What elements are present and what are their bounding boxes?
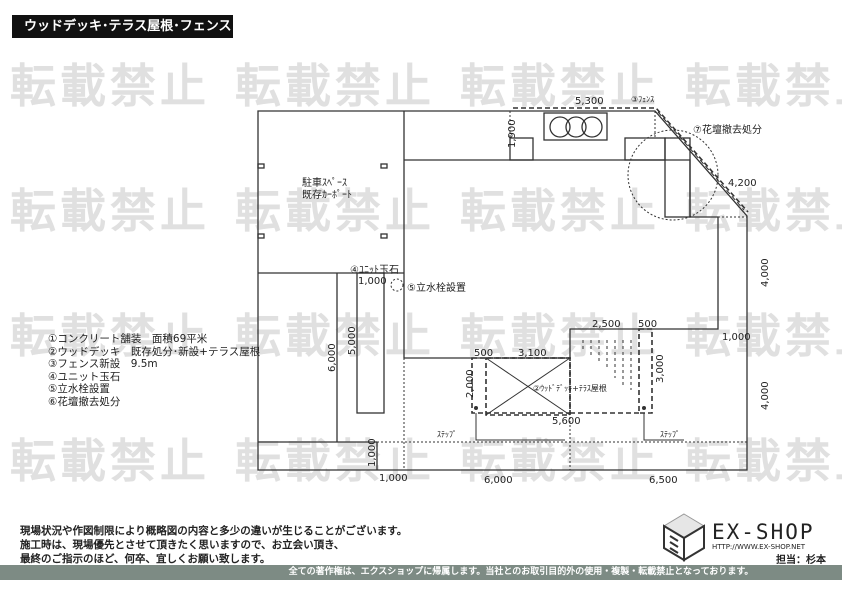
parking-line-1: 駐車ｽﾍﾟｰｽ [302, 178, 347, 189]
legend-item: ⑤立水栓設置 [48, 383, 110, 395]
watermark: 転載禁止 [460, 184, 660, 238]
dim-3000: 3,000 [655, 354, 666, 383]
watermark: 転載禁止 [235, 59, 435, 113]
dim-5300: 5,300 [575, 96, 604, 107]
dim-3100: 3,100 [518, 348, 547, 359]
legend-item: ④ユニット玉石 [48, 370, 121, 383]
house-outline [403, 111, 719, 359]
note-line: 施工時は、現場優先とさせて頂きたく思いますので、お立会い頂き、 [20, 539, 345, 551]
ex-shop-logo-icon [663, 513, 705, 562]
dim-1000: 1,000 [358, 276, 387, 287]
dim-6000: 6,000 [327, 343, 338, 372]
flowerbed-circle [627, 129, 719, 221]
dim-4200: 4,200 [728, 178, 757, 189]
dim-1000: 1,000 [722, 332, 751, 343]
step-label: ｽﾃｯﾌﾟ [437, 430, 457, 439]
dim-5000: 5,000 [347, 326, 358, 355]
faucet-label: ⑤立水栓設置 [407, 283, 466, 294]
site-boundary [257, 110, 748, 471]
brand-url: HTTP://WWW.EX-SHOP.NET [712, 543, 806, 551]
watermark: 転載禁止 [10, 184, 210, 238]
legend-item: ⑥花壇撤去処分 [48, 395, 121, 408]
dim-500: 500 [474, 348, 494, 359]
watermark: 転載禁止 [235, 309, 435, 363]
legend-item: ①コンクリート舗装 面積69平米 [48, 333, 208, 345]
parking-line-2: 既存ｶｰﾎﾟｰﾄ [302, 190, 352, 201]
notes: 現場状況や作図制限により概略図の内容と多少の違いが生じることがございます。 施工… [20, 524, 407, 566]
watermark: 転載禁止 [685, 309, 842, 363]
watermark: 転載禁止 [460, 59, 660, 113]
faucet-circle [390, 278, 404, 292]
unit-gravel [356, 272, 385, 414]
dim-4000: 4,000 [760, 381, 771, 410]
legend-item: ②ウッドデッキ 既存処分･新設+テラス屋根 [48, 345, 261, 358]
dim-1000: 1,000 [367, 438, 378, 467]
dim-2000: 2,000 [465, 369, 476, 398]
page-title: ウッドデッキ･テラス屋根･フェンス [12, 15, 233, 38]
watermark: 転載禁止 [235, 184, 435, 238]
brand-name: EX-SHOP [712, 520, 815, 544]
outdoor-unit [543, 112, 608, 141]
legend: ①コンクリート舗装 面積69平米 ②ウッドデッキ 既存処分･新設+テラス屋根 ③… [48, 333, 260, 408]
watermark: 転載禁止 [460, 434, 660, 488]
staff-name: 担当：杉本 [776, 555, 826, 566]
watermark: 転載禁止 [235, 434, 435, 488]
dim-6500: 6,500 [649, 475, 678, 486]
legend-item: ③フェンス新設 9.5m [48, 358, 158, 370]
fence-line [513, 107, 749, 213]
dim-5600: 5,600 [552, 416, 581, 427]
dim-1000: 1,000 [379, 473, 408, 484]
watermark: 転載禁止 [685, 59, 842, 113]
dim-1900: 1,900 [507, 119, 518, 148]
watermark: 転載禁止 [685, 434, 842, 488]
note-line: 現場状況や作図制限により概略図の内容と多少の違いが生じることがございます。 [20, 525, 408, 537]
watermark: 転載禁止 [10, 434, 210, 488]
dim-6000: 6,000 [484, 475, 513, 486]
fence-label: ③ﾌｪﾝｽ [631, 95, 655, 104]
note-line: 最終のご指示のほど、何卒、宜しくお願い致します。 [20, 553, 271, 565]
parking-label: 駐車ｽﾍﾟｰｽ既存ｶｰﾎﾟｰﾄ [302, 178, 352, 202]
unit-label: ④ﾕﾆｯﾄ玉石 [350, 265, 399, 276]
copyright-footer: 全ての著作権は、エクスショップに帰属します。当社とのお取引目的外の使用・複製・転… [0, 565, 842, 580]
dim-2500: 2,500 [592, 319, 621, 330]
dim-500: 500 [638, 319, 658, 330]
watermark: 転載禁止 [10, 309, 210, 363]
deck-label: ②ｳｯﾄﾞﾃﾞｯｷ+ﾃﾗｽ屋根 [533, 384, 607, 393]
watermark: 転載禁止 [685, 184, 842, 238]
step-label: ｽﾃｯﾌﾟ [660, 430, 680, 439]
flowerbed-label: ⑦花壇撤去処分 [693, 125, 762, 136]
watermark: 転載禁止 [10, 59, 210, 113]
dim-4000: 4,000 [760, 258, 771, 287]
